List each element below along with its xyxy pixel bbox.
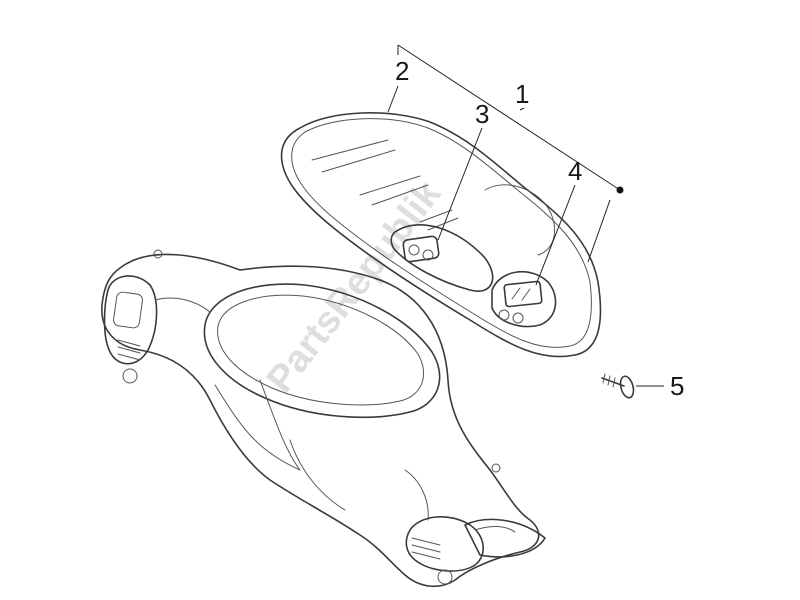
- contour-line-4: [154, 297, 211, 313]
- right-indicator-lamp-2: [512, 312, 524, 324]
- right-indicator-lamp-1: [498, 309, 510, 321]
- contour-line-2: [289, 439, 346, 511]
- lens-reflection-1: [311, 139, 389, 161]
- handlebar-cover: [101, 249, 546, 588]
- top-clip-right: [491, 463, 501, 473]
- right-grip-housing: [405, 515, 484, 572]
- left-mount-boss: [122, 368, 138, 384]
- watermark: PartsRepublik: [259, 173, 450, 401]
- leader-4: [535, 184, 576, 286]
- lens-reflection-6: [427, 217, 459, 231]
- callout-leaders: [387, 44, 664, 387]
- contour-line-1: [214, 384, 301, 471]
- handlebar-cover-outline: [101, 253, 540, 588]
- digital-display-window: [503, 280, 543, 308]
- callout-labels: 1 2 3 4 5: [395, 56, 684, 401]
- right-lever-tab: [464, 518, 546, 558]
- leader-1-bracket: [397, 44, 621, 191]
- display-housing: [491, 270, 557, 328]
- leader-1-dot: [616, 186, 624, 194]
- cluster-dial-arc: [484, 184, 556, 256]
- cluster-lens-inner: [291, 118, 592, 348]
- cockpit-opening-rim: [217, 294, 425, 406]
- left-indicator-lamp-2: [422, 249, 434, 261]
- leader-3: [437, 127, 483, 241]
- screw-thread-1: [602, 373, 606, 384]
- callout-3: 3: [475, 99, 489, 129]
- right-mount-boss: [437, 569, 453, 585]
- screw-thread-3: [612, 377, 616, 388]
- screw: [601, 373, 635, 399]
- left-switch-ridges: [117, 339, 141, 361]
- screw-head: [619, 375, 635, 399]
- lens-reflection-3: [359, 175, 421, 196]
- leader-1-to-lens: [587, 199, 611, 263]
- callout-1: 1: [515, 79, 529, 109]
- screw-thread-2: [607, 375, 611, 386]
- cockpit-opening: [203, 283, 441, 419]
- left-indicator-lamp-1: [408, 244, 420, 256]
- lens-reflection-5: [419, 209, 453, 223]
- instrument-cluster-assembly: [280, 112, 602, 358]
- callout-4: 4: [568, 156, 582, 186]
- left-indicator-window: [402, 235, 440, 263]
- left-switch-window: [113, 291, 143, 329]
- right-lever-detail: [474, 526, 516, 533]
- callout-2: 2: [395, 56, 409, 86]
- display-segment-2: [521, 288, 531, 301]
- lens-reflection-4: [371, 184, 429, 206]
- speedometer-housing: [390, 224, 494, 292]
- right-switch-ridges: [411, 537, 441, 560]
- top-clip-left: [153, 249, 163, 259]
- lens-reflection-2: [321, 149, 396, 173]
- left-grip-housing: [103, 275, 158, 365]
- callout-5: 5: [670, 371, 684, 401]
- contour-line-3: [259, 379, 301, 471]
- contour-line-5: [404, 469, 429, 521]
- leader-2: [387, 85, 399, 113]
- cluster-lens-outer: [280, 112, 602, 358]
- leader-1: [519, 107, 525, 111]
- display-segment-1: [511, 287, 521, 300]
